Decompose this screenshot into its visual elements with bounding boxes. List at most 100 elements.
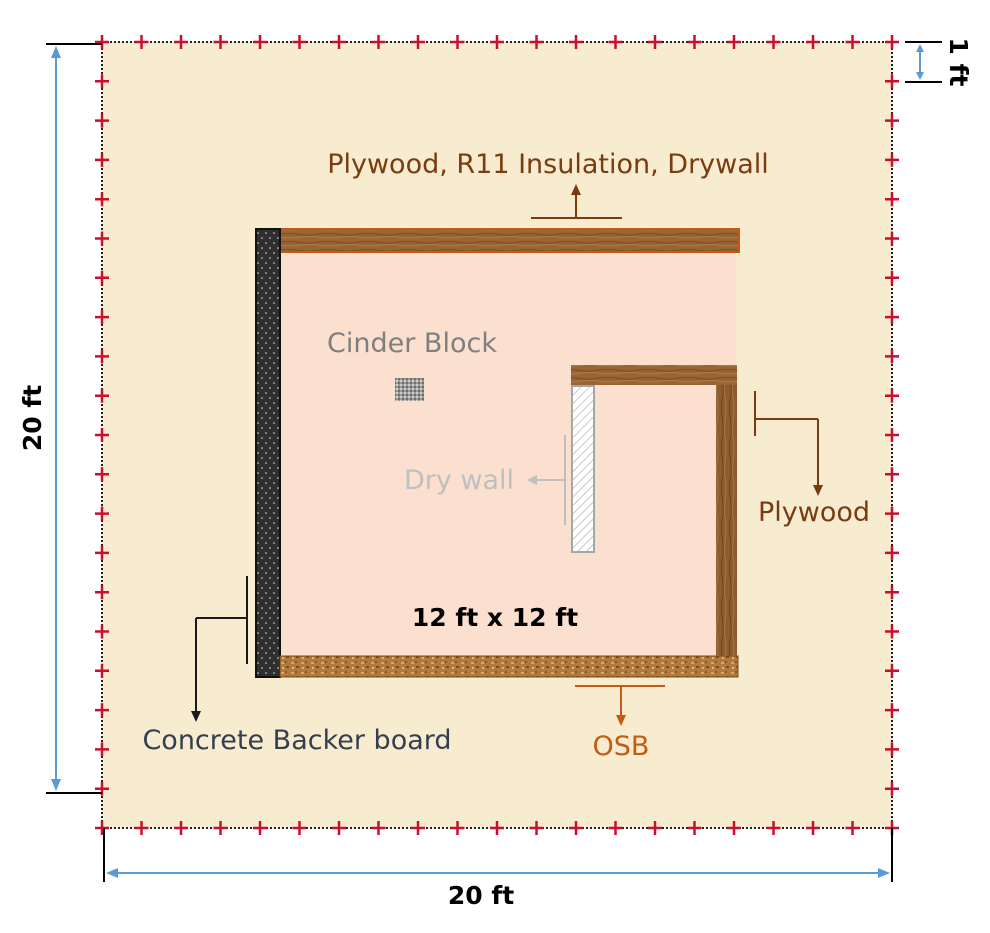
grid-marker-cross xyxy=(371,35,386,49)
dim-bottom-arrow-left-icon xyxy=(106,868,118,878)
grid-marker-cross xyxy=(885,35,899,49)
grid-marker-cross xyxy=(95,545,109,560)
label-top-wall: Plywood, R11 Insulation, Drywall xyxy=(327,149,769,180)
grid-marker-cross xyxy=(213,35,228,49)
grid-marker-cross xyxy=(608,35,623,49)
grid-marker-cross xyxy=(885,545,899,560)
grid-marker-cross xyxy=(885,663,899,678)
grid-marker-cross xyxy=(95,624,109,639)
grid-marker-cross xyxy=(687,35,702,49)
grid-marker-cross xyxy=(529,821,544,835)
label-cinder-block: Cinder Block xyxy=(327,328,497,359)
grid-marker-cross xyxy=(134,35,149,49)
grid-marker-cross xyxy=(885,310,899,325)
grid-marker-cross xyxy=(806,821,820,835)
grid-marker-cross xyxy=(806,35,820,49)
grid-marker-cross xyxy=(885,624,899,639)
label-plywood: Plywood xyxy=(758,497,870,528)
grid-marker-cross xyxy=(885,388,899,403)
osb-wall xyxy=(279,655,739,678)
grid-marker-cross xyxy=(766,821,781,835)
grid-marker-cross xyxy=(95,428,109,442)
grid-marker-cross xyxy=(95,388,109,403)
grid-marker-cross xyxy=(490,821,504,835)
scale-label: 1 ft xyxy=(944,38,973,87)
grid-marker-cross xyxy=(95,349,109,364)
grid-marker-cross xyxy=(95,152,109,167)
grid-marker-cross xyxy=(885,192,899,207)
drywall-panel xyxy=(571,385,595,553)
grid-marker-cross xyxy=(332,35,346,49)
dim-left-label: 20 ft xyxy=(18,385,47,451)
grid-marker-cross xyxy=(885,703,899,718)
room-size-label: 12 ft x 12 ft xyxy=(412,603,578,632)
grid-marker-cross xyxy=(371,821,386,835)
grid-marker-cross xyxy=(885,152,899,167)
inner-plywood-vertical xyxy=(716,385,737,656)
scale-arrow-up-icon xyxy=(916,44,924,52)
grid-marker-cross xyxy=(332,821,346,835)
grid-marker-cross xyxy=(648,35,662,49)
grid-marker-cross xyxy=(95,585,109,600)
grid-marker-cross xyxy=(411,35,425,49)
concrete-backer-board xyxy=(255,228,281,678)
grid-marker-cross xyxy=(253,821,267,835)
grid-marker-cross xyxy=(450,35,465,49)
grid-marker-cross xyxy=(885,585,899,600)
dim-bottom-arrow-right-icon xyxy=(878,868,890,878)
osb-arrow-icon xyxy=(616,715,626,726)
grid-marker-cross xyxy=(490,35,504,49)
grid-marker-cross xyxy=(292,821,307,835)
inner-plywood-horizontal xyxy=(571,365,737,385)
grid-marker-cross xyxy=(95,467,109,482)
room-floor xyxy=(280,253,736,657)
label-dry-wall: Dry wall xyxy=(404,465,514,496)
grid-marker-cross xyxy=(411,821,425,835)
grid-marker-cross xyxy=(95,270,109,285)
grid-marker-cross xyxy=(885,231,899,246)
grid-marker-cross xyxy=(885,742,899,757)
grid-marker-cross xyxy=(687,821,702,835)
grid-marker-cross xyxy=(727,821,741,835)
grid-markers xyxy=(95,35,899,835)
top-wall-arrow-icon xyxy=(571,184,581,195)
grid-marker-cross xyxy=(450,821,465,835)
grid-marker-cross xyxy=(885,270,899,285)
grid-marker-cross xyxy=(134,821,149,835)
grid-marker-cross xyxy=(95,821,109,835)
grid-marker-cross xyxy=(253,35,267,49)
grid-marker-cross xyxy=(529,35,544,49)
grid-marker-cross xyxy=(95,742,109,757)
grid-marker-cross xyxy=(648,821,662,835)
label-osb: OSB xyxy=(593,731,650,762)
grid-marker-cross xyxy=(174,35,188,49)
grid-marker-cross xyxy=(766,35,781,49)
grid-marker-cross xyxy=(95,231,109,246)
grid-marker-cross xyxy=(608,821,623,835)
grid-marker-cross xyxy=(885,428,899,442)
grid-marker-cross xyxy=(885,113,899,128)
plywood-arrow-icon xyxy=(813,485,823,496)
grid-marker-cross xyxy=(885,467,899,482)
grid-marker-cross xyxy=(569,821,583,835)
concrete-arrow-icon xyxy=(191,711,201,722)
cinder-block xyxy=(395,378,424,401)
label-concrete-backer-board: Concrete Backer board xyxy=(142,725,451,756)
top-wall-plywood xyxy=(279,228,740,253)
scale-arrow-down-icon xyxy=(916,72,924,80)
grid-marker-cross xyxy=(845,821,860,835)
grid-marker-cross xyxy=(95,663,109,678)
grid-marker-cross xyxy=(95,310,109,325)
dry-wall-arrow-icon xyxy=(527,475,537,485)
dim-left-arrow-down-icon xyxy=(51,779,61,791)
grid-marker-cross xyxy=(95,506,109,521)
grid-marker-cross xyxy=(213,821,228,835)
grid-marker-cross xyxy=(95,74,109,89)
grid-marker-cross xyxy=(885,74,899,89)
grid-marker-cross xyxy=(885,506,899,521)
dim-bottom-label: 20 ft xyxy=(448,881,514,910)
grid-marker-cross xyxy=(95,192,109,207)
grid-marker-cross xyxy=(845,35,860,49)
grid-marker-cross xyxy=(885,781,899,796)
